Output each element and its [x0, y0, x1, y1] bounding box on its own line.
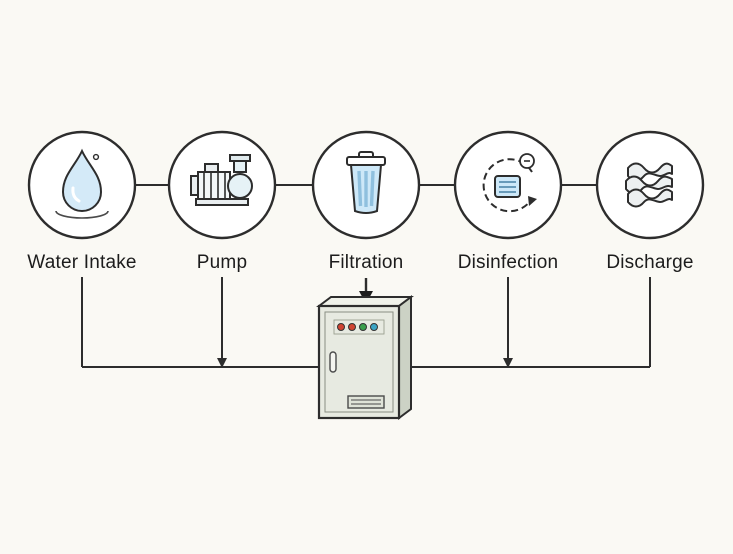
cabinet-door-outline	[324, 311, 394, 413]
cabinet-side	[398, 295, 412, 420]
pump-arrowhead-icon	[217, 358, 227, 368]
indicator-strip	[333, 319, 385, 335]
disinfection-cycle-icon	[482, 153, 537, 213]
indicator-light-1	[337, 323, 345, 331]
indicator-light-2	[348, 323, 356, 331]
node-filtration	[311, 130, 421, 240]
indicator-light-4	[370, 323, 378, 331]
node-pump	[167, 130, 277, 240]
node-discharge	[595, 130, 705, 240]
node-disinfection	[453, 130, 563, 240]
label-disinfection: Disinfection	[458, 252, 559, 273]
label-water-intake: Water Intake	[27, 252, 136, 273]
cabinet-vent-grille	[347, 395, 385, 409]
label-pump: Pump	[197, 252, 247, 273]
node-water-intake	[27, 130, 137, 240]
disinfection-arrowhead-icon	[503, 358, 513, 368]
cabinet-handle	[329, 351, 337, 373]
pump-icon	[190, 154, 253, 206]
indicator-light-3	[359, 323, 367, 331]
label-filtration: Filtration	[329, 252, 404, 273]
control-cabinet	[316, 295, 414, 420]
cabinet-top	[316, 296, 414, 307]
label-discharge: Discharge	[606, 252, 693, 273]
layered-waves-icon	[625, 162, 673, 208]
water-drop-icon	[55, 148, 109, 219]
trash-filter-icon	[346, 151, 386, 214]
